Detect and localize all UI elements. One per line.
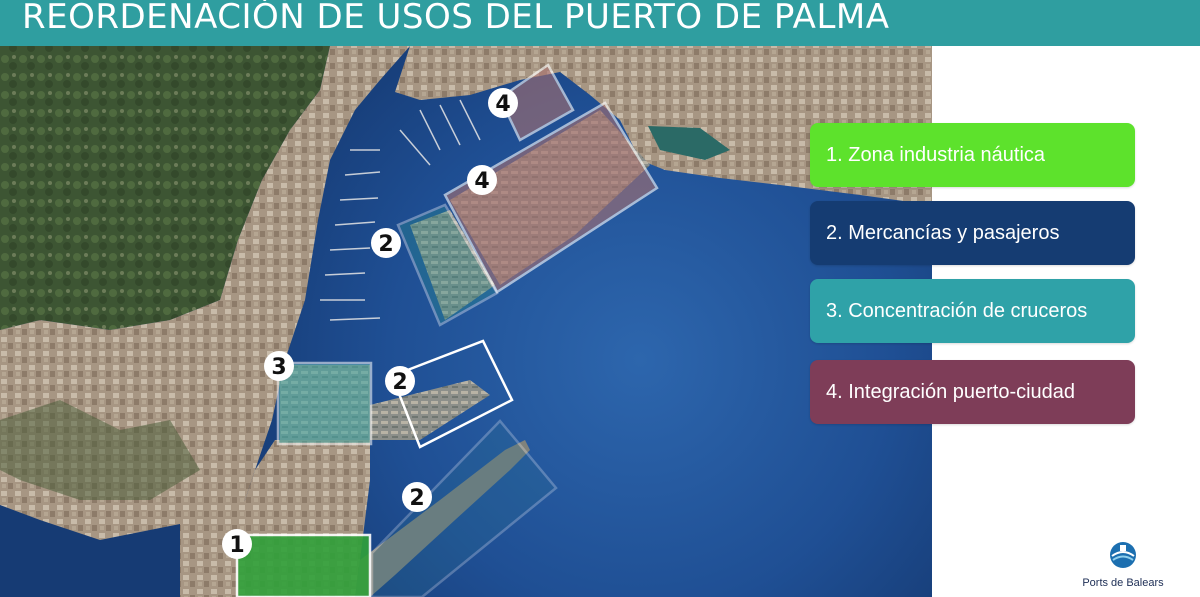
west-vegetation-area (0, 400, 200, 500)
zone-1-area (235, 533, 372, 597)
legend-item-integracion-puerto-ciudad: 4. Integración puerto-ciudad (810, 360, 1135, 424)
zone-highlights (235, 63, 659, 597)
legend-item-zona-industria-nautica: 1. Zona industria náutica (810, 123, 1135, 187)
zone-3-area (276, 361, 373, 446)
legend-label: 4. Integración puerto-ciudad (826, 381, 1076, 403)
zone-4-area-small (498, 63, 575, 142)
svg-text:2: 2 (409, 486, 424, 511)
west-urban-area (0, 46, 410, 540)
logo-text: Ports de Balears (1082, 577, 1164, 589)
central-pier (410, 210, 495, 320)
zone-2-area-south (370, 419, 558, 597)
svg-text:4: 4 (474, 169, 489, 194)
page-title: REORDENACIÓN DE USOS DEL PUERTO DE PALMA (22, 0, 890, 37)
svg-text:2: 2 (378, 232, 393, 257)
legend-item-concentracion-cruceros: 3. Concentración de cruceros (810, 279, 1135, 343)
zone-marker-1: 1 (222, 529, 252, 559)
legend-item-mercancias-pasajeros: 2. Mercancías y pasajeros (810, 201, 1135, 265)
zone-marker-4-north: 4 (488, 88, 518, 118)
svg-text:3: 3 (271, 355, 286, 380)
zone-marker-2-middle: 2 (385, 366, 415, 396)
svg-text:2: 2 (392, 370, 407, 395)
header-bar: REORDENACIÓN DE USOS DEL PUERTO DE PALMA (0, 0, 1200, 46)
legend-label: 3. Concentración de cruceros (826, 300, 1088, 322)
west-breakwater (355, 440, 530, 597)
zone-2-area-middle (390, 339, 514, 449)
marina-piers (320, 99, 481, 321)
zone-marker-2-north: 2 (371, 228, 401, 258)
zone-marker-2-south: 2 (402, 482, 432, 512)
zone-marker-3: 3 (264, 351, 294, 381)
park-pond (648, 126, 730, 160)
ports-de-balears-logo-icon (1110, 542, 1136, 568)
hills-area (0, 46, 330, 330)
legend-label: 2. Mercancías y pasajeros (826, 222, 1060, 244)
zone-4-area-large (443, 101, 659, 294)
legend-label: 1. Zona industria náutica (826, 144, 1046, 166)
ports-de-balears-logo: Ports de Balears (1068, 540, 1178, 597)
city-area (395, 46, 932, 205)
aerial-map: 4 4 2 3 2 2 1 (0, 46, 932, 597)
svg-text:4: 4 (495, 92, 510, 117)
svg-text:1: 1 (229, 533, 244, 558)
zone-marker-4-center: 4 (467, 165, 497, 195)
zone-markers: 4 4 2 3 2 2 1 (222, 88, 518, 559)
mid-pier (370, 380, 490, 440)
